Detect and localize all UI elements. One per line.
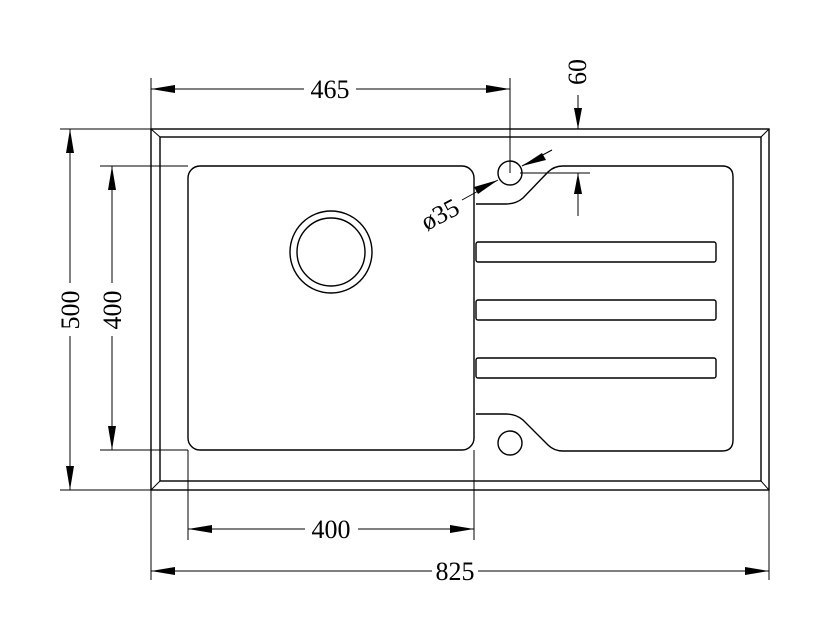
dimension-bowl-width: 400 <box>188 515 474 544</box>
drain-outer-circle <box>289 210 373 294</box>
extension-lines <box>60 78 770 580</box>
label-overall-width: 825 <box>436 557 475 586</box>
drainer-groove-3 <box>475 357 717 379</box>
dimension-overall-depth: 500 <box>56 129 85 490</box>
dimension-overall-width: 825 <box>151 557 769 586</box>
overflow-hole-circle <box>497 430 523 456</box>
drain-inner-circle <box>296 217 366 287</box>
dimension-tap-diameter: ø35 <box>416 149 553 237</box>
drainer-groove-1 <box>475 241 717 263</box>
sink-bowl <box>187 165 475 451</box>
sink-outline <box>150 128 770 491</box>
label-overall-depth: 500 <box>56 291 85 330</box>
label-bowl-depth: 400 <box>98 291 127 330</box>
label-bowl-offset: 465 <box>311 75 350 104</box>
drainer-board <box>475 160 734 456</box>
label-tap-offset: 60 <box>563 59 592 85</box>
label-bowl-width: 400 <box>312 515 351 544</box>
drainer-groove-2 <box>475 299 717 321</box>
dimension-bowl-depth: 400 <box>98 166 127 450</box>
label-tap-diameter: ø35 <box>416 193 464 237</box>
dimension-tap-offset: 60 <box>563 59 592 216</box>
dimension-bowl-offset: 465 <box>151 75 510 104</box>
